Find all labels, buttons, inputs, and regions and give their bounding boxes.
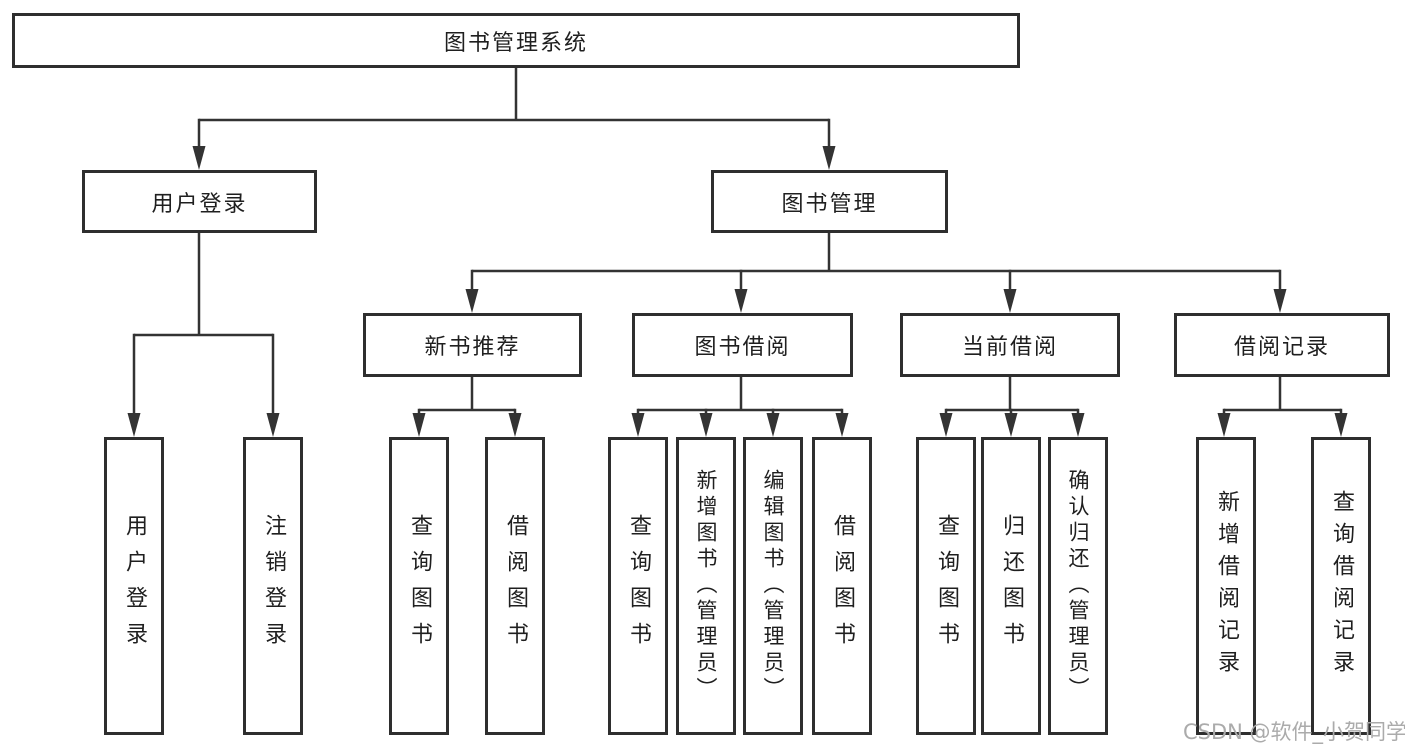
leaf-edit-book-admin: 编辑图书（管理员） [743,437,803,735]
leaf-borrow-books-borrowing: 借阅图书 [812,437,872,735]
node-library-management-system: 图书管理系统 [12,13,1020,68]
leaf-query-books-recommend: 查询图书 [389,437,449,735]
leaf-borrow-books-recommend: 借阅图书 [485,437,545,735]
leaf-user-login: 用户登录 [104,437,164,735]
node-borrowing-records: 借阅记录 [1174,313,1390,377]
leaf-add-book-admin: 新增图书（管理员） [676,437,736,735]
node-book-borrowing: 图书借阅 [632,313,853,377]
leaf-query-books-borrowing: 查询图书 [608,437,668,735]
node-current-borrowing: 当前借阅 [900,313,1120,377]
leaf-query-books-current: 查询图书 [916,437,976,735]
leaf-add-borrow-record: 新增借阅记录 [1196,437,1256,735]
csdn-watermark: CSDN @软件_小贺同学 [1183,720,1405,744]
leaf-confirm-return-admin: 确认归还（管理员） [1048,437,1108,735]
leaf-query-borrow-record: 查询借阅记录 [1311,437,1371,735]
node-new-book-recommendation: 新书推荐 [363,313,582,377]
leaf-return-book: 归还图书 [981,437,1041,735]
leaf-logout: 注销登录 [243,437,303,735]
node-user-login: 用户登录 [82,170,317,233]
node-book-management: 图书管理 [711,170,948,233]
